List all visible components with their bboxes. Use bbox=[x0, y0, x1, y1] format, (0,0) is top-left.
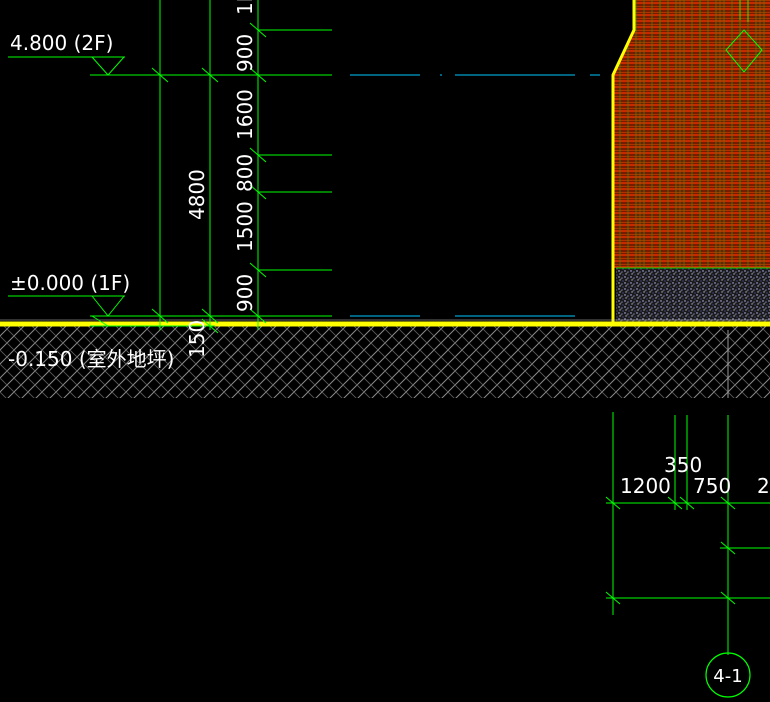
dim-800: 800 bbox=[233, 154, 257, 192]
diamond-symbol bbox=[725, 29, 763, 73]
wall-outline bbox=[611, 0, 636, 322]
brick-wall bbox=[613, 0, 770, 268]
dim-150: 150 bbox=[185, 320, 209, 358]
vertical-dimension-lines bbox=[90, 0, 332, 334]
axis-bubble bbox=[705, 652, 751, 698]
dim-350: 350 bbox=[664, 453, 702, 477]
axis-label: 4-1 bbox=[713, 666, 742, 687]
soil-hatch bbox=[0, 326, 770, 398]
dim-2: 2 bbox=[757, 474, 770, 498]
dim-900-top: 900 bbox=[233, 34, 257, 72]
level-dash-lines bbox=[320, 74, 600, 317]
level-2f-text: 4.800 (2F) bbox=[10, 31, 113, 55]
level-markers bbox=[8, 56, 125, 327]
dim-900-bottom: 900 bbox=[233, 274, 257, 312]
dim-4800: 4800 bbox=[185, 169, 209, 220]
foundation-dim-lines bbox=[605, 412, 770, 655]
level-1f-text: ±0.000 (1F) bbox=[10, 271, 130, 295]
dim-1500: 1500 bbox=[233, 201, 257, 252]
level-outdoor-text: -0.150 (室外地坪) bbox=[8, 347, 174, 371]
dim-1600: 1600 bbox=[233, 89, 257, 140]
dim-1200: 1200 bbox=[620, 474, 671, 498]
dim-top: 1F bbox=[233, 0, 257, 15]
wall-grid bbox=[639, 0, 761, 320]
gravel-footing bbox=[616, 268, 770, 322]
dim-750: 750 bbox=[693, 474, 731, 498]
